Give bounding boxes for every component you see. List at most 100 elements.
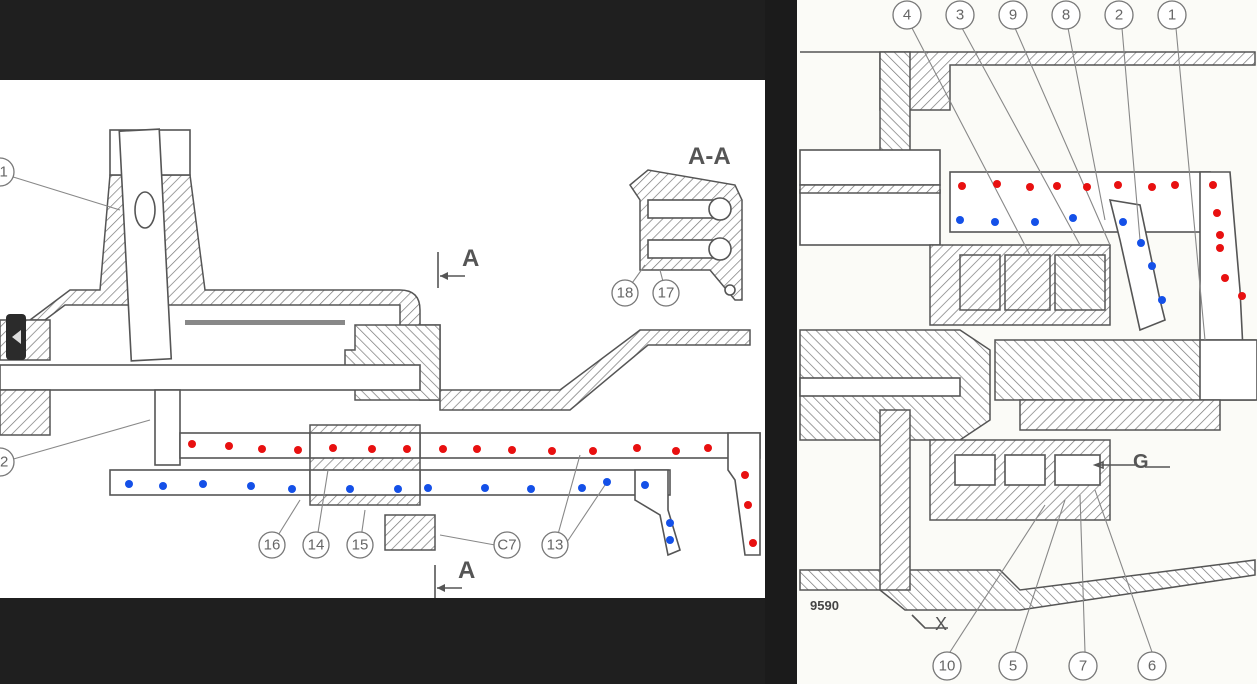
marker-dot	[1026, 183, 1034, 191]
part-label-5: 5	[998, 651, 1028, 681]
right-diagram-image: G X 9590 4 3 9 8 2 1 10 5 7 6	[797, 0, 1257, 684]
marker-dot	[394, 485, 402, 493]
shift-mechanism-diagram: A-A A A 11 12 16 14 15 C7 13 18 17	[0, 128, 761, 598]
part-label-c7: C7	[493, 531, 521, 559]
part-label-12: 12	[0, 447, 15, 477]
marker-dot	[666, 536, 674, 544]
marker-dot	[199, 480, 207, 488]
marker-dot	[481, 484, 489, 492]
part-label-10: 10	[932, 651, 962, 681]
marker-dot	[294, 446, 302, 454]
marker-dot	[1031, 218, 1039, 226]
svg-text:9: 9	[1009, 7, 1017, 24]
part-label-17: 17	[652, 279, 680, 307]
marker-dot	[1158, 296, 1166, 304]
part-label-7: 7	[1068, 651, 1098, 681]
marker-dot	[1148, 183, 1156, 191]
red-dot-path	[188, 440, 757, 547]
marker-dot	[527, 485, 535, 493]
marker-dot	[288, 485, 296, 493]
marker-dot	[578, 484, 586, 492]
part-label-8: 8	[1051, 0, 1081, 30]
svg-text:13: 13	[547, 537, 564, 554]
part-label-14: 14	[302, 531, 330, 559]
marker-dot	[749, 539, 757, 547]
part-label-3: 3	[945, 0, 975, 30]
marker-dot	[188, 440, 196, 448]
marker-dot	[225, 442, 233, 450]
svg-text:2: 2	[1115, 7, 1123, 24]
blue-dot-path	[125, 478, 674, 544]
marker-dot	[958, 182, 966, 190]
marker-dot	[603, 478, 611, 486]
marker-dot	[439, 445, 447, 453]
svg-text:4: 4	[903, 7, 911, 24]
marker-dot	[548, 447, 556, 455]
marker-dot	[403, 445, 411, 453]
marker-dot	[1216, 231, 1224, 239]
marker-dot	[1069, 214, 1077, 222]
part-label-4: 4	[892, 0, 922, 30]
image-divider	[765, 0, 797, 684]
gap-label: G	[1133, 451, 1149, 473]
marker-dot	[633, 444, 641, 452]
svg-text:A: A	[462, 245, 479, 272]
part-label-2: 2	[1104, 0, 1134, 30]
marker-dot	[1148, 262, 1156, 270]
marker-dot	[1171, 181, 1179, 189]
marker-dot	[672, 447, 680, 455]
figure-number: 9590	[810, 598, 839, 613]
part-label-11: 11	[0, 157, 15, 187]
marker-dot	[993, 180, 1001, 188]
clutch-pack-diagram: G X 9590 4 3 9 8 2 1 10 5 7 6	[799, 0, 1257, 681]
marker-dot	[1213, 209, 1221, 217]
marker-dot	[368, 445, 376, 453]
marker-dot	[258, 445, 266, 453]
marker-dot	[508, 446, 516, 454]
svg-text:6: 6	[1148, 658, 1156, 675]
marker-dot	[1221, 274, 1229, 282]
svg-text:7: 7	[1079, 658, 1087, 675]
svg-text:15: 15	[352, 537, 369, 554]
marker-dot	[1053, 182, 1061, 190]
chevron-left-icon	[11, 330, 21, 344]
marker-dot	[159, 482, 167, 490]
left-diagram-image: A-A A A 11 12 16 14 15 C7 13 18 17	[0, 80, 765, 598]
previous-image-button[interactable]	[6, 314, 26, 360]
section-title: A-A	[688, 143, 731, 170]
svg-text:11: 11	[0, 164, 8, 181]
svg-text:17: 17	[658, 285, 675, 302]
marker-dot	[346, 485, 354, 493]
view-label: X	[935, 614, 947, 634]
marker-dot	[1238, 292, 1246, 300]
part-label-15: 15	[346, 531, 374, 559]
svg-text:18: 18	[617, 285, 634, 302]
svg-text:14: 14	[308, 537, 325, 554]
marker-dot	[1083, 183, 1091, 191]
section-marker-top: A	[437, 245, 479, 288]
svg-text:16: 16	[264, 537, 281, 554]
svg-text:3: 3	[956, 7, 964, 24]
marker-dot	[1119, 218, 1127, 226]
part-label-18: 18	[611, 279, 639, 307]
part-label-1: 1	[1157, 0, 1187, 30]
marker-dot	[329, 444, 337, 452]
marker-dot	[666, 519, 674, 527]
marker-dot	[704, 444, 712, 452]
red-dot-path	[958, 180, 1246, 300]
marker-dot	[1137, 239, 1145, 247]
marker-dot	[247, 482, 255, 490]
marker-dot	[991, 218, 999, 226]
part-label-6: 6	[1137, 651, 1167, 681]
svg-text:1: 1	[1168, 7, 1176, 24]
marker-dot	[125, 480, 133, 488]
svg-text:12: 12	[0, 454, 8, 471]
marker-dot	[956, 216, 964, 224]
svg-text:A: A	[458, 557, 475, 584]
marker-dot	[1114, 181, 1122, 189]
part-label-16: 16	[258, 531, 286, 559]
marker-dot	[641, 481, 649, 489]
part-label-9: 9	[998, 0, 1028, 30]
part-label-13: 13	[541, 531, 569, 559]
marker-dot	[741, 471, 749, 479]
